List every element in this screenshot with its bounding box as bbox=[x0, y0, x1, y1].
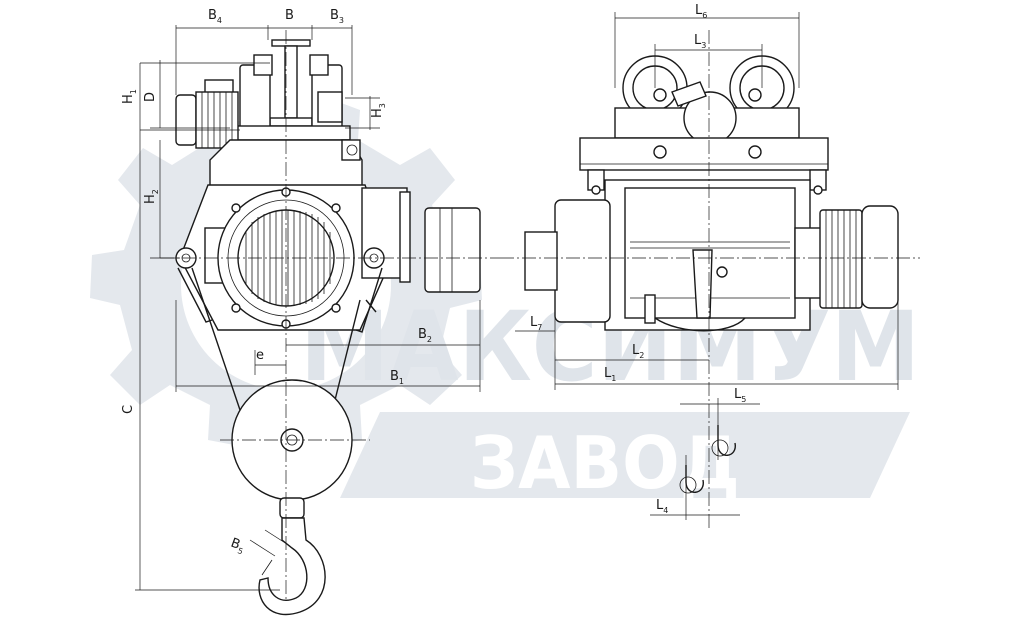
label-L6: L6 bbox=[695, 3, 707, 20]
rail-i-beam bbox=[269, 39, 313, 127]
label-D: D bbox=[143, 92, 158, 102]
dim-top-side bbox=[614, 12, 800, 88]
trolley-wheels bbox=[614, 55, 800, 145]
label-L7: L7 bbox=[530, 315, 542, 332]
label-B3: B3 bbox=[330, 8, 344, 25]
label-B2: B2 bbox=[418, 327, 432, 344]
dim-top-front bbox=[175, 25, 353, 95]
label-B1: B1 bbox=[390, 369, 404, 386]
label-L4: L4 bbox=[656, 498, 668, 515]
drum-housing bbox=[604, 179, 811, 332]
travel-motor bbox=[175, 91, 343, 149]
front-view: B4 B B3 H1 D H3 H2 C bbox=[121, 8, 500, 615]
label-B4: B4 bbox=[208, 8, 222, 25]
dim-bottom-side bbox=[515, 300, 899, 390]
watermark-banner: ЗАВОД bbox=[340, 412, 910, 505]
label-L5: L5 bbox=[734, 387, 746, 404]
side-view: L6 L3 L7 L2 L1 L5 L4 bbox=[500, 3, 920, 530]
hook-block bbox=[231, 379, 353, 519]
hoist-motor-left bbox=[524, 199, 611, 323]
watermark-line2: ЗАВОД bbox=[470, 421, 740, 505]
label-L3: L3 bbox=[694, 33, 706, 50]
hook-positions bbox=[650, 398, 760, 520]
hoist-motor-right bbox=[794, 205, 899, 309]
label-H2: H2 bbox=[143, 189, 160, 204]
dim-bottom-front bbox=[175, 300, 481, 392]
dim-B5 bbox=[249, 529, 291, 557]
label-B5: B5 bbox=[228, 536, 247, 557]
label-H1: H1 bbox=[121, 89, 138, 104]
label-L1: L1 bbox=[604, 366, 616, 383]
label-B: B bbox=[285, 8, 294, 23]
label-C: C bbox=[121, 405, 136, 414]
label-L2: L2 bbox=[632, 343, 644, 360]
label-H3: H3 bbox=[370, 103, 387, 118]
frame-beam bbox=[579, 137, 829, 195]
dim-left-front bbox=[135, 60, 380, 591]
hook bbox=[258, 517, 326, 615]
label-e: e bbox=[256, 348, 264, 363]
